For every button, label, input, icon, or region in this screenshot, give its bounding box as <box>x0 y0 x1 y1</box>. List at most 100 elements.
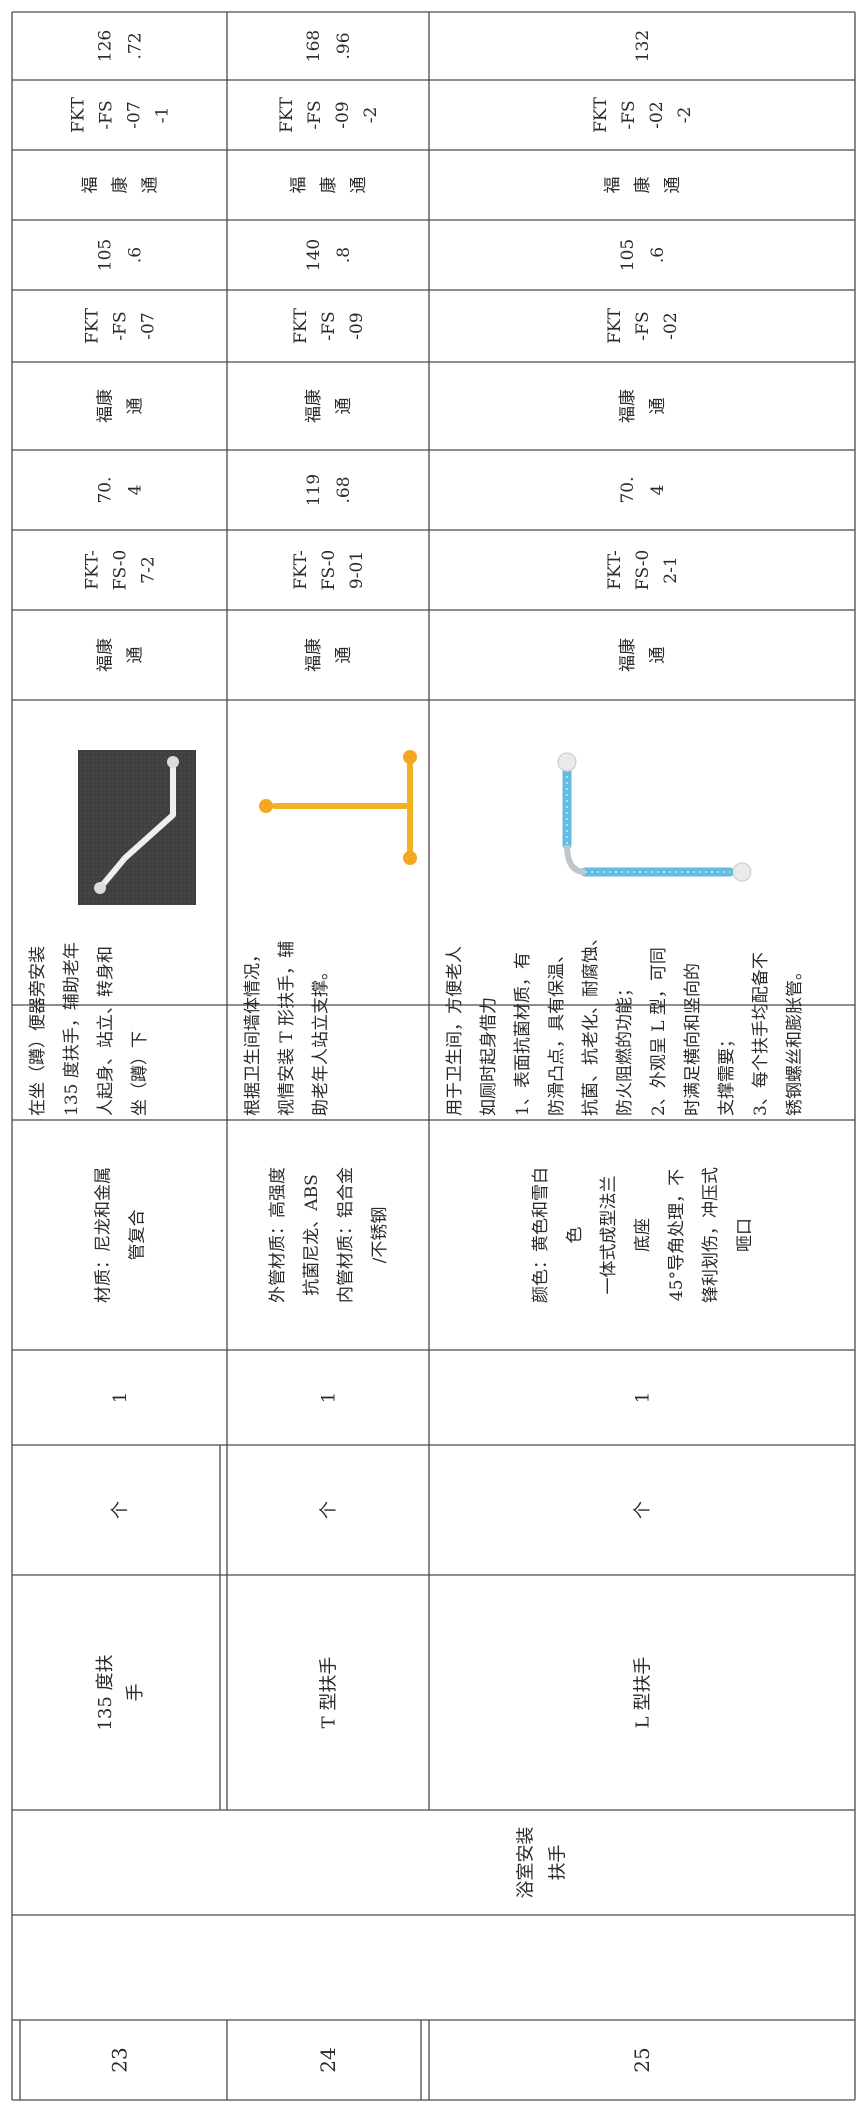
row-number-line: 24 <box>316 2047 340 2072</box>
item-description-line: 抗菌、抗老化、耐腐蚀、 <box>581 929 601 1116</box>
quote-model-line: -07 <box>138 312 158 339</box>
quote-price-line: .6 <box>648 247 668 263</box>
table-grid <box>11 11 856 2101</box>
quote-model-line: -02 <box>647 101 667 128</box>
item-material-line: 颜色：黄色和雪白 <box>531 1167 551 1303</box>
grab-bar-135-photo <box>78 750 196 905</box>
item-material-line: 抗菌尼龙、ABS <box>302 1174 322 1295</box>
quote-brand-line: 康 <box>319 177 339 194</box>
quote-price-line: 70. <box>618 476 638 503</box>
quote-model-line: -FS <box>305 100 325 129</box>
row-number-line: 25 <box>630 2047 654 2072</box>
item-description-line: 135 度扶手，辅助老年 <box>62 942 82 1116</box>
quote-price-line: 168 <box>304 30 324 62</box>
item-material-line: 一体式成型法兰 <box>599 1176 619 1295</box>
quote-model-line: FKT <box>291 307 311 343</box>
item-name: T 型扶手 <box>318 1657 339 1729</box>
quote-model-line: FKT <box>591 96 611 132</box>
item-material-line: 管复合 <box>127 1210 147 1261</box>
quote-brand-line: 福康 <box>95 638 115 672</box>
item-description-line: 如厕时起身借力 <box>479 997 499 1116</box>
quote-model: FKT -FS -02 -2 <box>591 96 695 132</box>
item-qty-line: 1 <box>110 1392 131 1403</box>
item-name-line: 135 度扶 <box>95 1654 116 1730</box>
item-name-line: 手 <box>125 1684 146 1702</box>
item-unit-line: 个 <box>110 1501 131 1519</box>
quote-model: FKT-FS-02 <box>605 307 681 343</box>
quote-price: 140.8 <box>304 239 354 271</box>
item-material-line: 锋利划伤，冲压式 <box>701 1167 721 1303</box>
quote-model-line: -FS <box>96 100 116 129</box>
quote-brand-line: 福康 <box>304 389 324 423</box>
t-grab-bar-photo <box>259 750 417 865</box>
row-number: 24 <box>316 2047 340 2072</box>
item-material-line: 45°导角处理，不 <box>667 1169 687 1301</box>
item-description-line: 1、表面抗菌材质，有 <box>513 952 533 1116</box>
quote-model-line: FS-0 <box>110 550 130 591</box>
quote-brand: 福康通 <box>95 638 145 672</box>
quote-price-line: .96 <box>334 32 354 59</box>
item-description-line: 助老年人站立支撑。 <box>311 963 331 1116</box>
quote-price-line: 4 <box>125 485 145 496</box>
item-qty: 1 <box>318 1392 339 1403</box>
item-unit-line: 个 <box>632 1501 653 1519</box>
quote-model-line: FKT- <box>291 550 311 589</box>
item-description-line: 锈钢螺丝和膨胀管。 <box>785 963 805 1116</box>
item-description-line: 防滑凸点，具有保温、 <box>547 946 567 1116</box>
quote-brand-line: 通 <box>125 647 145 664</box>
quote-model-line: -1 <box>152 107 172 124</box>
quote-model-line: FS-0 <box>319 550 339 591</box>
item-qty-line: 1 <box>318 1392 339 1403</box>
quote-brand-line: 通 <box>648 398 668 415</box>
quote-brand-line: 福 <box>603 177 623 194</box>
quote-brand: 福康通 <box>95 389 145 423</box>
quote-brand-line: 康 <box>110 177 130 194</box>
quote-model-line: FKT <box>605 307 625 343</box>
item-description-line: 坐（蹲）下 <box>130 1031 150 1116</box>
quote-brand: 福康通 <box>289 177 369 194</box>
item-material-line: /不锈钢 <box>370 1207 390 1264</box>
quote-price-line: 105 <box>618 239 638 271</box>
quote-price-line: 70. <box>95 476 115 503</box>
quote-brand-line: 通 <box>334 398 354 415</box>
quote-brand-line: 通 <box>663 177 683 194</box>
item-description-line: 防火阻燃的功能； <box>615 980 635 1116</box>
quote-price: 70.4 <box>618 476 668 503</box>
item-material-line: 色 <box>565 1227 585 1244</box>
quote-model-line: -FS <box>619 100 639 129</box>
quote-model-line: 9-01 <box>347 551 367 589</box>
item-qty-line: 1 <box>632 1392 653 1403</box>
item-description: 根据卫生间墙体情况，视情安装 T 形扶手，辅助老年人站立支撑。 <box>243 941 331 1116</box>
quote-price-line: 126 <box>95 30 115 62</box>
quote-price-line: 132 <box>633 30 653 62</box>
quote-price-line: 119 <box>304 474 324 506</box>
item-description: 用于卫生间，方便老人如厕时起身借力 1、表面抗菌材质，有防滑凸点，具有保温、抗菌、… <box>445 929 805 1116</box>
quote-brand-line: 福康 <box>95 389 115 423</box>
row-number: 25 <box>630 2047 654 2072</box>
item-description-line: 根据卫生间墙体情况， <box>243 946 263 1116</box>
item-description-line: 支撑需要； <box>717 1031 737 1116</box>
item-material-line: 材质：尼龙和金属 <box>93 1167 113 1303</box>
product-photos <box>78 750 752 905</box>
quote-model-line: -FS <box>110 311 130 340</box>
quote-price-line: .72 <box>125 32 145 59</box>
quote-model-line: FKT <box>68 96 88 132</box>
item-description-line: 时满足横向和竖向的 <box>683 963 703 1116</box>
quote-brand: 福康通 <box>603 177 683 194</box>
quote-price: 119.68 <box>304 474 354 506</box>
quote-price-line: 140 <box>304 239 324 271</box>
quote-model-line: -2 <box>675 107 695 124</box>
quote-model-line: -09 <box>333 101 353 128</box>
item-description-line: 人起身、站立、转身和 <box>96 946 116 1116</box>
item-description-line: 2、外观呈 L 型，可同 <box>649 947 669 1116</box>
item-description-line: 用于卫生间，方便老人 <box>445 946 465 1116</box>
quote-model-line: 7-2 <box>138 556 158 583</box>
quote-brand-line: 福康 <box>304 638 324 672</box>
quote-brand-line: 康 <box>633 177 653 194</box>
quote-price: 168.96 <box>304 30 354 62</box>
item-name-line: L 型扶手 <box>632 1657 653 1729</box>
